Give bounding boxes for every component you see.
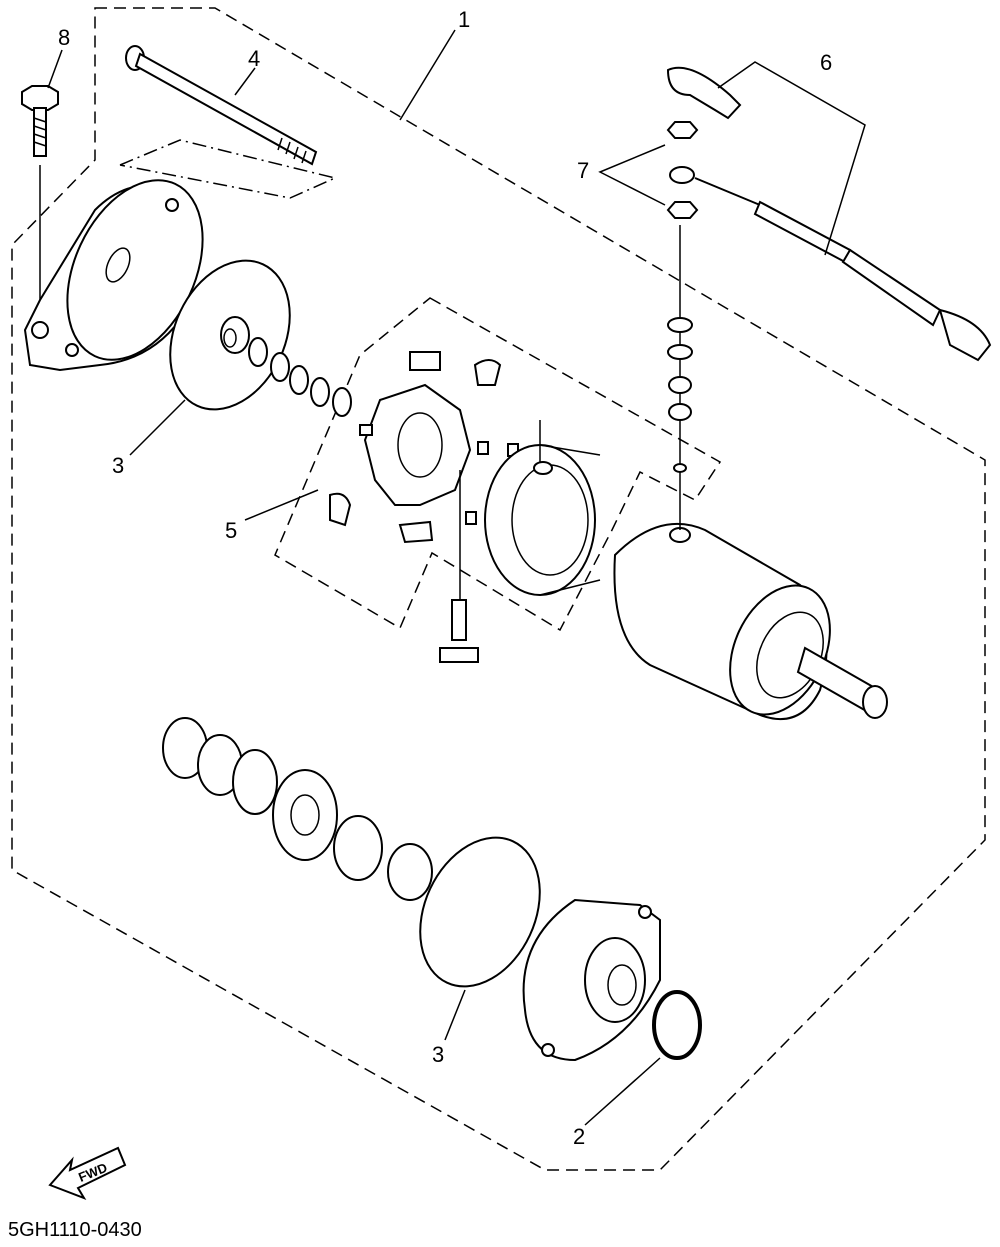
front-cover[interactable] [522, 898, 661, 1062]
washers-upper[interactable] [248, 337, 352, 417]
callout-3-upper: 3 [112, 453, 124, 478]
lead-wire-6[interactable] [666, 66, 992, 362]
brush-springs[interactable] [329, 351, 502, 544]
brush-plate[interactable] [359, 383, 519, 525]
terminal-washers[interactable] [667, 225, 693, 530]
diagram-code: 5GH1110-0430 [8, 1219, 142, 1241]
brush-screw[interactable] [439, 470, 479, 663]
armature-motor-body[interactable] [613, 522, 888, 731]
callout-8: 8 [58, 25, 70, 50]
callout-1: 1 [458, 7, 470, 32]
o-ring-2[interactable] [652, 990, 702, 1060]
callout-4: 4 [248, 46, 260, 71]
brush-assembly-outline [274, 297, 722, 632]
bolt-8[interactable] [21, 85, 59, 320]
o-ring-lower[interactable] [397, 818, 563, 1006]
leader-lines [47, 29, 866, 1126]
through-bolt-4[interactable] [119, 45, 338, 199]
bushing[interactable] [220, 316, 250, 354]
callout-3-lower: 3 [432, 1042, 444, 1067]
callout-7: 7 [577, 158, 589, 183]
callout-5: 5 [225, 518, 237, 543]
lower-washers-bearings[interactable] [162, 717, 433, 901]
nuts-7[interactable] [666, 121, 699, 219]
fwd-arrow-icon: FWD [48, 1146, 127, 1200]
yoke-ring[interactable] [484, 420, 601, 596]
callout-2: 2 [573, 1124, 585, 1149]
callout-6: 6 [820, 50, 832, 75]
rear-cover[interactable] [23, 159, 230, 382]
